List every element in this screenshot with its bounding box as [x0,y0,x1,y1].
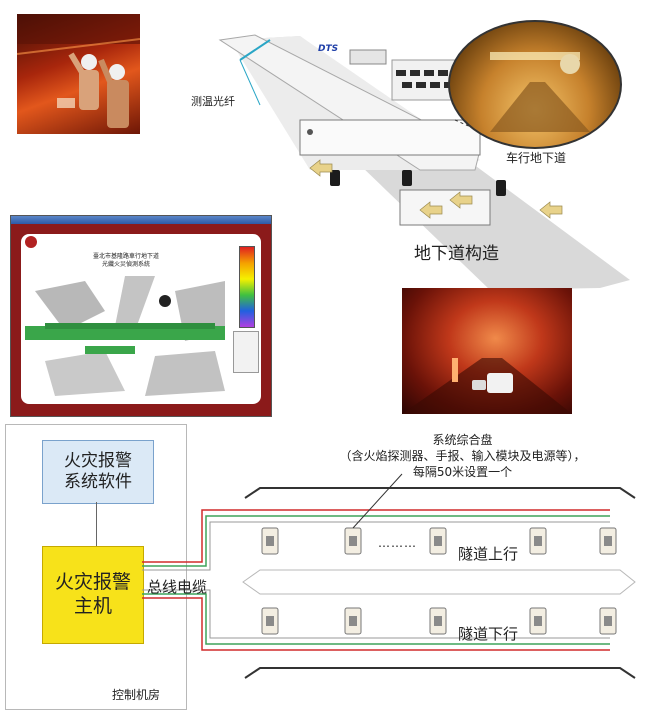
logo-icon [25,236,37,248]
software-box: 火灾报警 系统软件 [42,440,154,504]
cable-label: 总线电缆 [147,578,208,596]
tunnel-lights [490,52,590,132]
road-arrows [309,159,563,219]
panel-desc-line2: （含火焰探测器、手报、输入模块及电源等）， [339,449,586,464]
monitor-title-line2: 光纖火災偵測系統 [101,260,150,268]
vehicle-tunnel-label: 车行地下道 [506,151,567,165]
monitor-title-line1: 臺北市基隆路車行地下道 [92,253,159,260]
color-legend [239,246,255,328]
car [402,170,412,186]
bus-gray-top [142,521,610,571]
tunnel-interior-photo [448,20,622,149]
monitor-window: 臺北市基隆路車行地下道 光纖火災偵測系統 [10,215,272,417]
tunnel-wiring-diagram [142,473,636,679]
ellipsis-dots: ……… [378,536,417,550]
car [330,170,340,186]
bus-green-top [142,515,610,567]
control-room-frame [5,424,187,710]
tunnel-structure-diagram [218,34,630,290]
map-view [25,276,225,396]
bus-gray-bottom [142,589,610,639]
host-box: 火灾报警 主机 [42,546,144,644]
bus-green-bottom [142,593,610,645]
connector-line [96,502,97,546]
control-room-label: 控制机房 [112,688,161,702]
panel-description: 系统综合盘 （含火焰探测器、手报、输入模块及电源等）， 每隔50米设置一个 [290,432,635,481]
bus-red-bottom [142,597,610,651]
cable-tray [299,119,491,226]
fiber-label: 测温光纤 [191,95,235,108]
bus-red-top [142,509,610,563]
panel-desc-line1: 系统综合盘 [432,433,493,447]
up-tunnel-label: 隧道上行 [458,545,519,563]
dts-label: DTS [318,44,339,54]
down-tunnel-label: 隧道下行 [458,625,519,643]
panel-desc-line3: 每隔50米设置一个 [412,465,513,480]
window-titlebar [11,216,271,224]
panel-pointer [352,473,403,529]
tunnel-traffic-photo [402,288,572,414]
tunnel-traffic-illustration [402,358,572,414]
side-panel [233,331,259,373]
workers-illustration [17,14,140,128]
tunnel-wall-bottom [244,667,636,679]
tunnel-wall-top [244,487,636,499]
fiber-pointer [239,39,271,61]
structure-label: 地下道构造 [414,244,499,264]
car [496,180,506,196]
center-divider [242,569,636,595]
workers-photo [17,14,140,134]
